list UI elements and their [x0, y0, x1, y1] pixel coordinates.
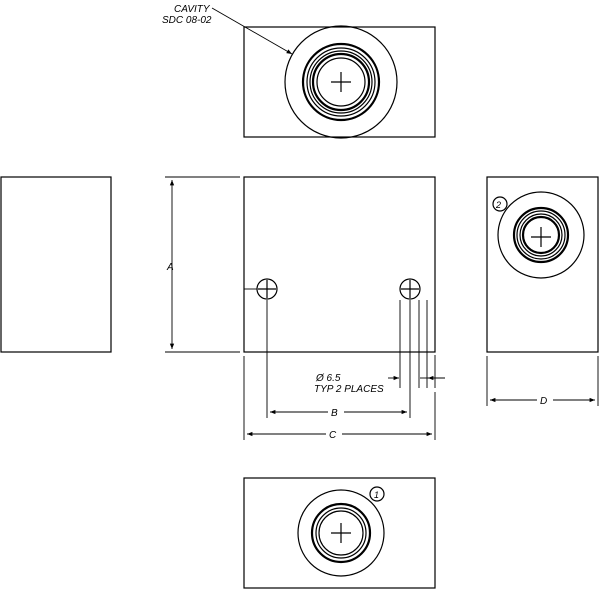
dimension-d: D	[486, 356, 599, 407]
port-1-label: 1	[374, 490, 379, 500]
dimension-b-label: B	[331, 408, 338, 419]
top-view	[243, 25, 436, 139]
cavity-label: CAVITY	[174, 4, 211, 15]
hole-diameter-dimension: Ø 6.5 TYP 2 PLACES	[314, 300, 445, 395]
dimension-c-label: C	[329, 430, 337, 441]
front-view	[243, 176, 436, 353]
left-view	[0, 176, 112, 353]
dimension-a: A	[165, 176, 240, 353]
bottom-view: 1	[243, 477, 436, 589]
cavity-spec-label: SDC 08-02	[162, 15, 212, 26]
right-view: 2	[486, 176, 599, 353]
dimension-b: B	[266, 300, 411, 419]
port-2-label: 2	[495, 200, 501, 210]
hole-typ-label: TYP 2 PLACES	[314, 384, 384, 395]
dimension-d-label: D	[540, 396, 547, 407]
dimension-c: C	[243, 356, 436, 441]
hole-diameter-label: Ø 6.5	[315, 373, 341, 384]
cavity-callout: CAVITY SDC 08-02	[162, 4, 293, 55]
dimension-a-label: A	[166, 262, 174, 273]
